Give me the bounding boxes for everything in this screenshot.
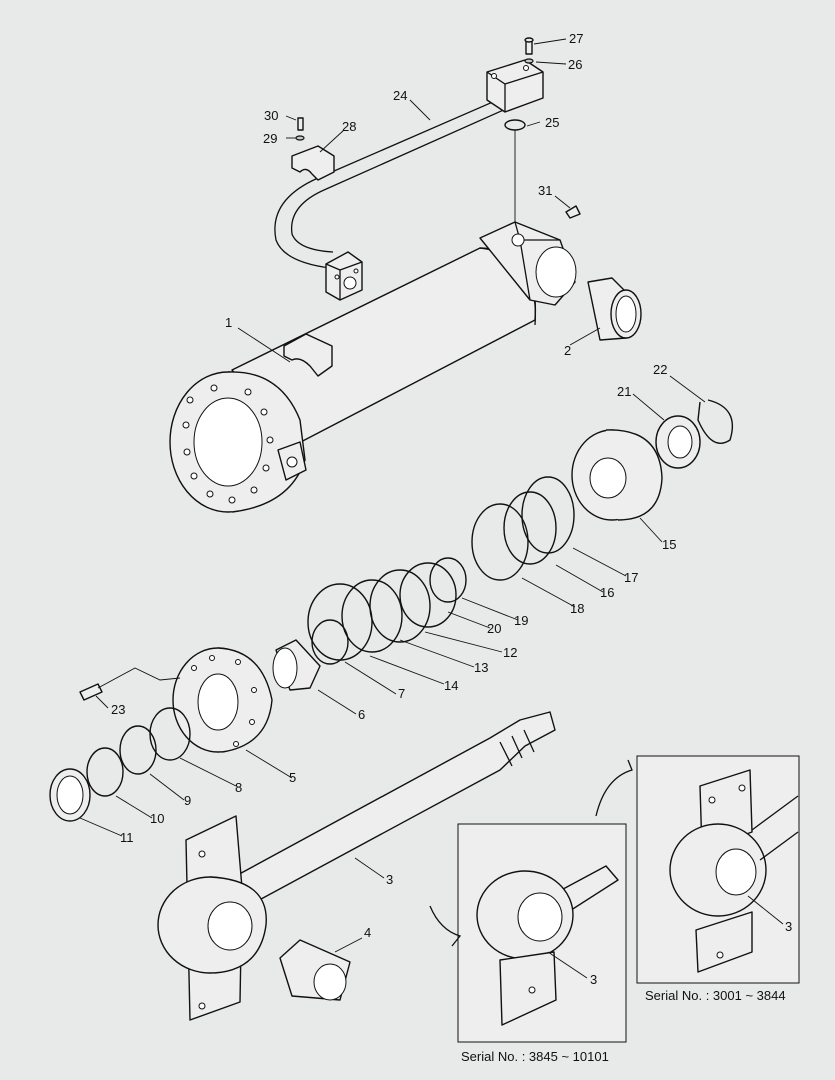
callout-28: 28	[342, 119, 356, 134]
callout-30: 30	[264, 108, 278, 123]
callout-15: 15	[662, 537, 676, 552]
callout-4: 4	[364, 925, 371, 940]
callout-21: 21	[617, 384, 631, 399]
callout-20: 20	[487, 621, 501, 636]
callout-24: 24	[393, 88, 407, 103]
callout-6: 6	[358, 707, 365, 722]
callout-29: 29	[263, 131, 277, 146]
piston-parts	[272, 399, 734, 691]
callout-3-variant-b: 3	[785, 919, 792, 934]
leader-lines	[79, 38, 784, 979]
callout-27: 27	[569, 31, 583, 46]
callout-5: 5	[289, 770, 296, 785]
callout-25: 25	[545, 115, 559, 130]
callout-3: 3	[386, 872, 393, 887]
piston-rod	[157, 711, 556, 1021]
cylinder-tube	[169, 205, 581, 513]
callout-19: 19	[514, 613, 528, 628]
callout-13: 13	[474, 660, 488, 675]
flange-bolt-holes	[182, 384, 274, 504]
variant-b-caption: Serial No. : 3001 ~ 3844	[645, 988, 786, 1003]
callout-14: 14	[444, 678, 458, 693]
callout-22: 22	[653, 362, 667, 377]
callout-18: 18	[570, 601, 584, 616]
rod-cover	[49, 647, 273, 822]
callout-12: 12	[503, 645, 517, 660]
callouts: 1 2 3 4 5 6 7 8 9 10 11 12 13 14 15 16 1…	[111, 31, 792, 987]
callout-9: 9	[184, 793, 191, 808]
callout-16: 16	[600, 585, 614, 600]
callout-31: 31	[538, 183, 552, 198]
variant-box-b	[595, 755, 800, 984]
callout-8: 8	[235, 780, 242, 795]
callout-3-variant-a: 3	[590, 972, 597, 987]
callout-11: 11	[120, 830, 134, 845]
variant-a-caption: Serial No. : 3845 ~ 10101	[461, 1049, 609, 1064]
pipe-assembly	[274, 59, 544, 301]
bushing-2	[587, 277, 642, 341]
callout-26: 26	[568, 57, 582, 72]
callout-10: 10	[150, 811, 164, 826]
callout-23: 23	[111, 702, 125, 717]
variant-box-a	[429, 823, 627, 1043]
callout-2: 2	[564, 343, 571, 358]
top-fasteners	[291, 37, 534, 222]
callout-7: 7	[398, 686, 405, 701]
callout-1: 1	[225, 315, 232, 330]
callout-17: 17	[624, 570, 638, 585]
bushing-4	[279, 939, 351, 1001]
